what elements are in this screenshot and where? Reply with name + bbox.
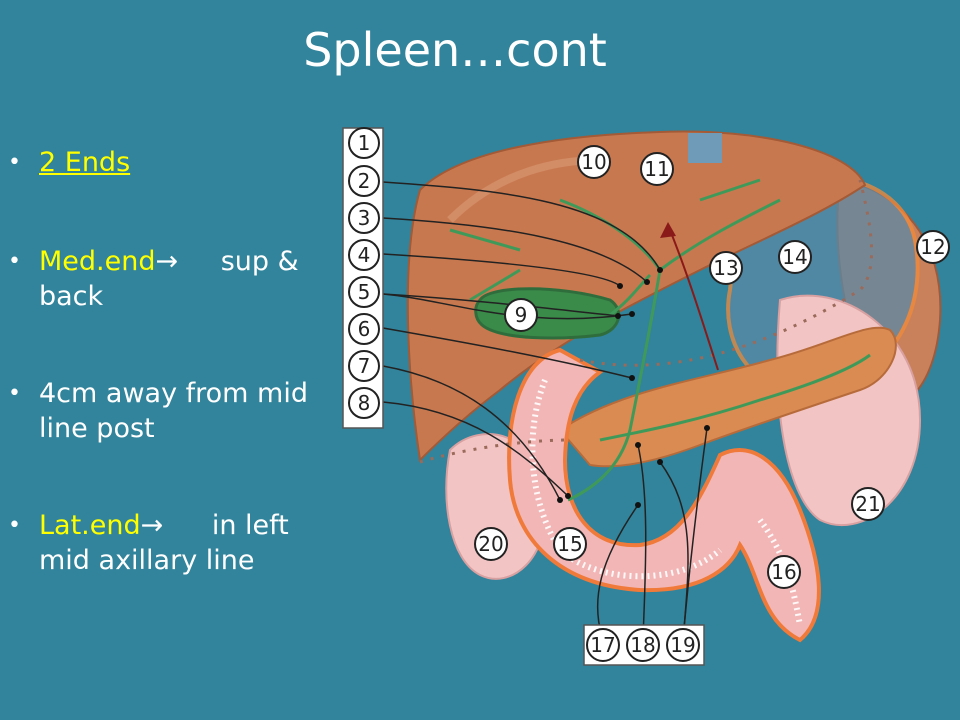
svg-text:12: 12 (920, 235, 945, 259)
svg-text:11: 11 (644, 157, 669, 181)
bullet-text-midline: 4cm away from mid line post (39, 378, 308, 444)
biliary-tree (449, 178, 871, 502)
bullet-dot: • (8, 249, 21, 274)
svg-text:6: 6 (358, 317, 371, 341)
red-arrow-head (660, 222, 676, 238)
label-15: 15 (553, 527, 587, 561)
bullet-text-two-ends: 2 Ends (39, 147, 131, 178)
label-20: 20 (474, 527, 508, 561)
svg-text:16: 16 (771, 560, 796, 584)
label-10: 10 (577, 145, 611, 179)
svg-text:7: 7 (358, 354, 371, 378)
label-3: 3 (348, 202, 380, 234)
label-4: 4 (348, 239, 380, 271)
label-1: 1 (348, 127, 380, 159)
label-8: 8 (348, 387, 380, 419)
bullet-midline: • 4cm away from mid line post (8, 376, 343, 446)
svg-text:5: 5 (358, 280, 371, 304)
svg-text:4: 4 (358, 243, 371, 267)
bullet-two-ends: • 2 Ends (8, 145, 343, 180)
svg-text:20: 20 (478, 532, 503, 556)
bullet-lead-medial-end: Med.end (39, 246, 156, 277)
label-17: 17 (586, 628, 620, 662)
vena-cava-shape (688, 133, 722, 163)
svg-text:14: 14 (782, 245, 807, 269)
label-11: 11 (640, 152, 674, 186)
svg-text:15: 15 (557, 532, 582, 556)
bullet-lateral-end: • Lat.end→ in left mid axillary line (8, 508, 343, 578)
svg-text:10: 10 (581, 150, 606, 174)
bullet-medial-end: • Med.end→ sup & back (8, 244, 343, 314)
bullet-dot: • (8, 381, 21, 406)
bullet-dot: • (8, 513, 21, 538)
bullet-lead-lateral-end: Lat.end (39, 510, 141, 541)
duodenum-shape (507, 347, 821, 643)
bullet-dot: • (8, 150, 21, 175)
dotted-line-upper (579, 179, 873, 367)
svg-text:9: 9 (515, 303, 528, 327)
svg-text:8: 8 (358, 391, 371, 415)
svg-text:3: 3 (358, 206, 371, 230)
label-5: 5 (348, 276, 380, 308)
label-9: 9 (504, 298, 538, 332)
label-21: 21 (851, 487, 885, 521)
svg-text:2: 2 (358, 169, 371, 193)
svg-text:17: 17 (590, 633, 615, 657)
bullet-text-lateral-end: in left mid axillary line (39, 510, 289, 576)
label-14: 14 (778, 240, 812, 274)
number-labels: 1 2 3 4 5 6 7 8 9 10 11 12 13 14 15 16 1… (348, 127, 950, 662)
anatomy-diagram: 1 2 3 4 5 6 7 8 9 10 11 12 13 14 15 16 1… (342, 127, 950, 666)
svg-text:21: 21 (855, 492, 880, 516)
label-6: 6 (348, 313, 380, 345)
svg-text:13: 13 (713, 256, 738, 280)
label-12: 12 (916, 230, 950, 264)
label-18: 18 (626, 628, 660, 662)
label-16: 16 (767, 555, 801, 589)
dotted-line-lower (419, 438, 571, 464)
bullet-text-medial-end: sup & back (39, 246, 299, 312)
svg-text:1: 1 (358, 131, 371, 155)
label-7: 7 (348, 350, 380, 382)
red-arrow-line (669, 229, 719, 371)
arrow-icon: → (140, 510, 164, 541)
slide-title: Spleen…cont (303, 23, 607, 77)
svg-text:19: 19 (670, 633, 695, 657)
label-19: 19 (666, 628, 700, 662)
arrow-icon: → (155, 246, 179, 277)
leader-endpoints (557, 267, 710, 508)
label-2: 2 (348, 165, 380, 197)
label-13: 13 (709, 251, 743, 285)
svg-text:18: 18 (630, 633, 655, 657)
bullet-list: • 2 Ends • Med.end→ sup & back • 4cm awa… (8, 145, 343, 578)
